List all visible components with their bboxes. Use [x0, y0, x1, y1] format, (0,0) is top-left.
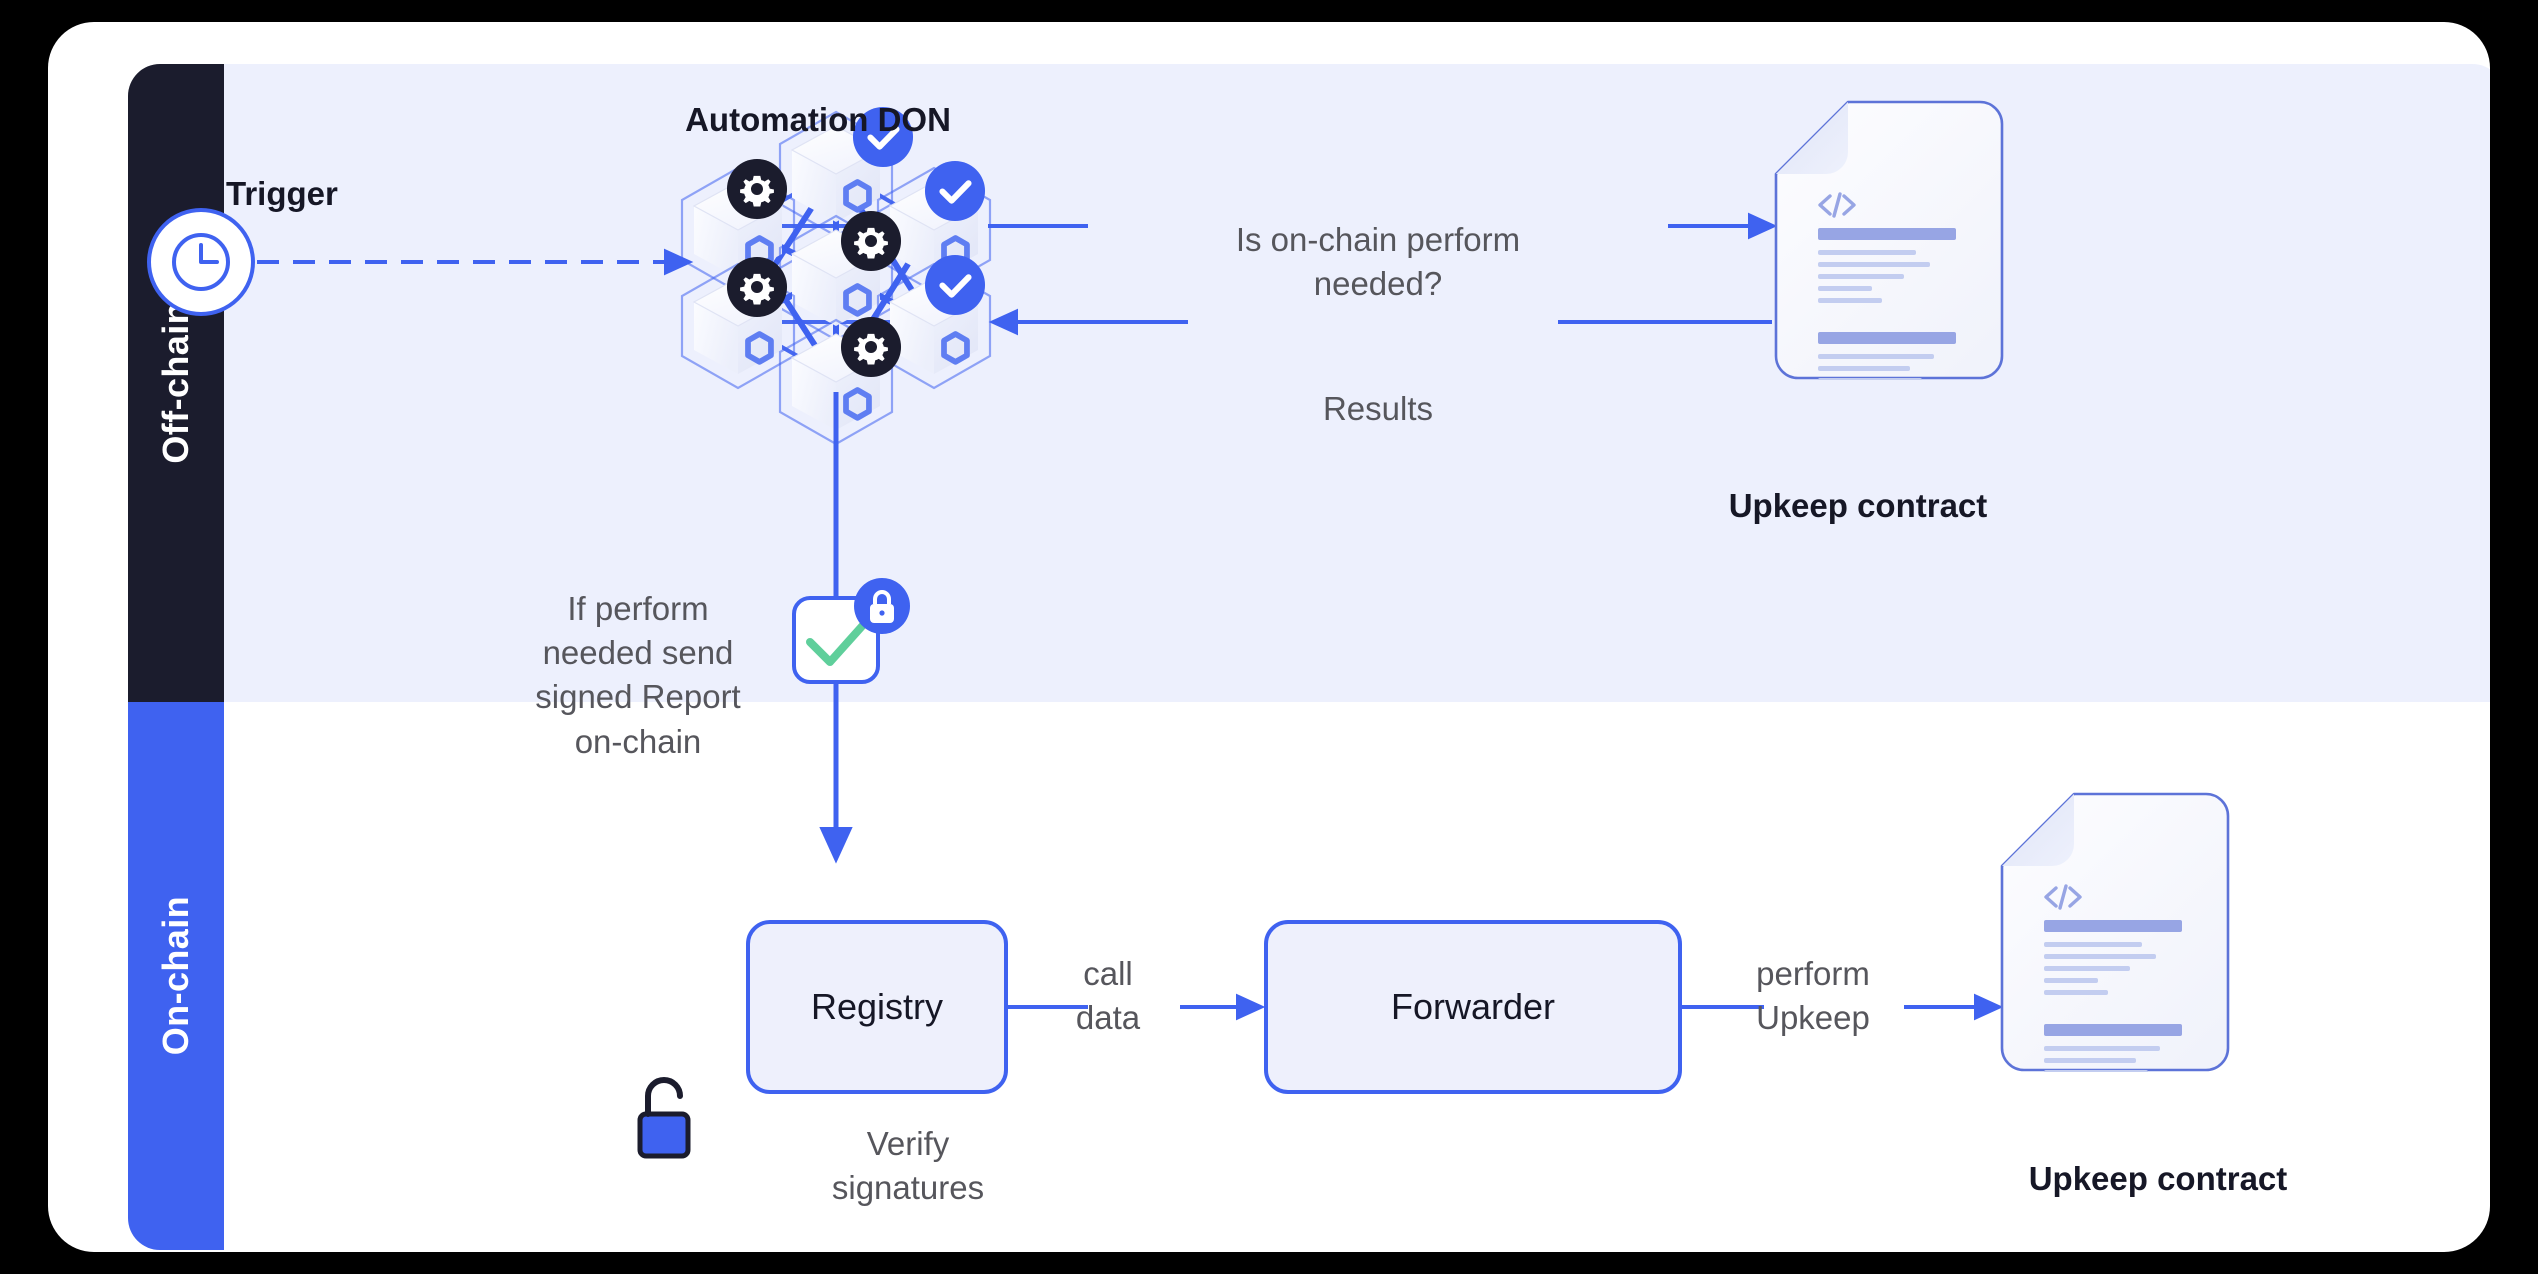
- results-label: Results: [1322, 390, 1434, 427]
- offchain-rail-label: Off-chain: [155, 302, 196, 464]
- verify-signatures-label: Verify signatures: [831, 1125, 985, 1207]
- verify-unlock-icon: [637, 1077, 691, 1159]
- automation-don-title: Automation DON: [685, 101, 951, 138]
- call-data-label: call data: [1075, 955, 1141, 1037]
- on-chain-perform-question-label: Is on-chain perform needed?: [1235, 221, 1521, 303]
- registry-label: Registry: [810, 986, 944, 1027]
- trigger-label: Trigger: [226, 175, 338, 212]
- upkeep-contract-document-onchain[interactable]: [2000, 792, 2230, 1099]
- onchain-rail: On-chain: [128, 702, 224, 1250]
- signed-report-instruction-label: If perform needed send signed Report on-…: [535, 590, 741, 760]
- offchain-rail: Off-chain: [128, 64, 224, 702]
- forwarder-label: Forwarder: [1390, 986, 1556, 1027]
- diagram-card: Off-chain On-chain: [48, 22, 2490, 1252]
- upkeep-contract-label-onchain: Upkeep contract: [2028, 1160, 2288, 1197]
- upkeep-contract-label-offchain: Upkeep contract: [1728, 487, 1988, 524]
- perform-upkeep-label: perform Upkeep: [1756, 955, 1870, 1037]
- offchain-region: [128, 64, 2490, 702]
- onchain-rail-label: On-chain: [155, 896, 196, 1056]
